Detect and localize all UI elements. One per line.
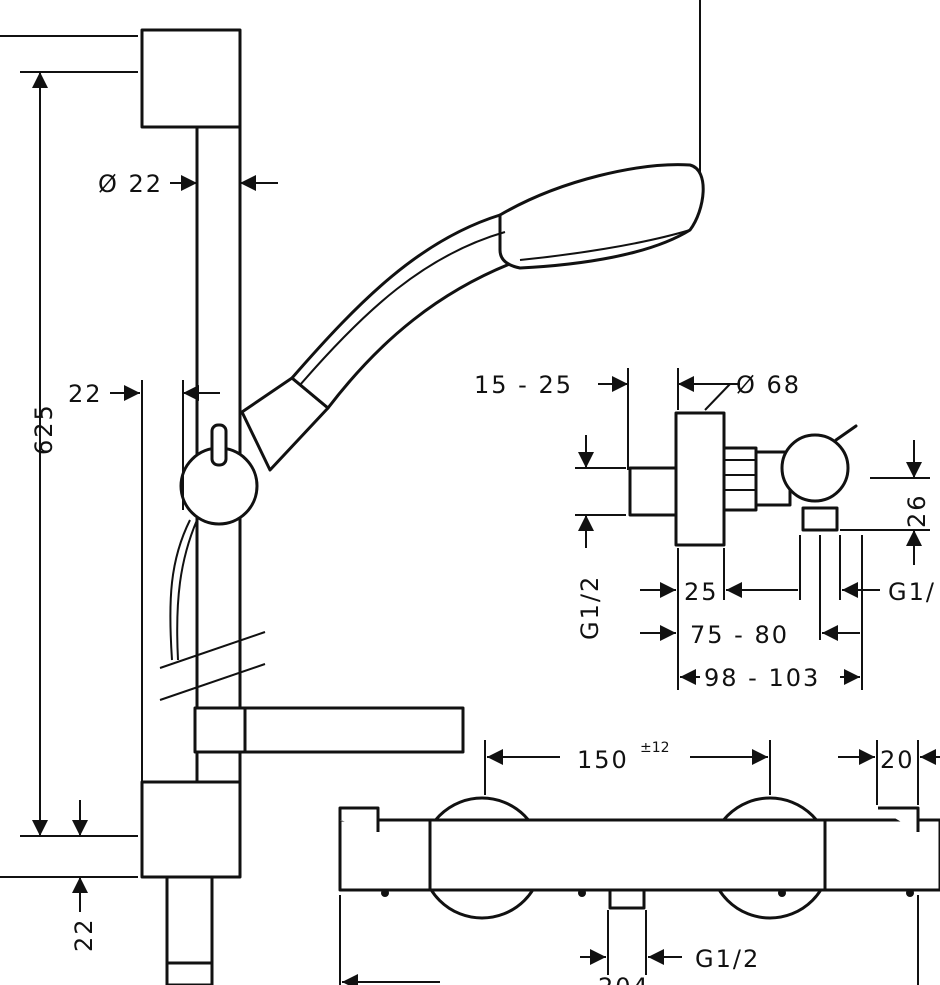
label-connector-thread-left: G1/2 [576, 575, 604, 640]
top-wall-bracket [140, 28, 242, 129]
label-hose-offset: 22 [68, 380, 103, 408]
label-depth-75-80: 75 - 80 [690, 621, 789, 649]
left-dimensions [0, 0, 701, 912]
soap-dish [193, 706, 465, 754]
label-bottom-offset: 22 [70, 917, 98, 952]
label-rail-diameter: Ø 22 [98, 170, 163, 198]
label-flange-diameter: Ø 68 [736, 371, 801, 399]
valve-side-view [575, 368, 930, 690]
bottom-wall-bracket [140, 780, 242, 879]
thermostat-front-view [338, 740, 940, 985]
hand-shower [240, 163, 705, 472]
label-center-distance: 150 [577, 746, 629, 774]
label-outlet-thread: G1/2 [695, 945, 760, 973]
label-center-tolerance: ±12 [640, 740, 670, 756]
shower-rail-assembly [140, 28, 705, 985]
label-depth-25: 25 [684, 578, 719, 606]
label-overall-width: 204 [598, 973, 650, 985]
label-side-offset: 20 [880, 746, 915, 774]
label-connector-thread-right: G1/ [888, 578, 936, 606]
label-wall-range: 15 - 25 [474, 371, 573, 399]
label-rail-height: 625 [30, 403, 58, 455]
label-depth-98-103: 98 - 103 [704, 664, 820, 692]
label-body-height: 26 [903, 493, 931, 528]
